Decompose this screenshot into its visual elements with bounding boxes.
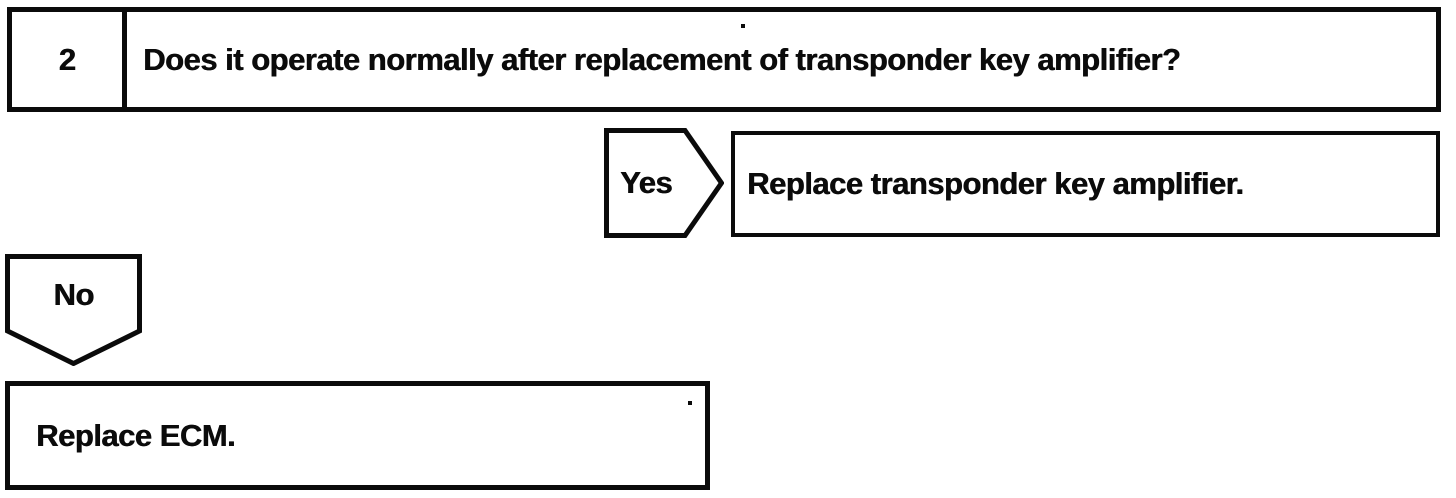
step-number: 2 (58, 41, 76, 77)
no-label-container: No (5, 254, 142, 336)
yes-action-box: Replace transponder key amplifier. (731, 131, 1440, 237)
question-text: Does it operate normally after replaceme… (143, 41, 1181, 77)
scan-speck (688, 401, 692, 405)
yes-action-text: Replace transponder key amplifier. (747, 166, 1244, 201)
step-number-cell: 2 (12, 12, 127, 107)
no-action-text: Replace ECM. (36, 417, 236, 453)
question-box: 2 Does it operate normally after replace… (7, 7, 1441, 112)
no-label: No (53, 277, 94, 312)
question-text-cell: Does it operate normally after replaceme… (127, 12, 1436, 107)
yes-arrow-icon (604, 128, 724, 238)
scan-speck (741, 24, 745, 28)
yes-label-container: Yes (604, 128, 688, 238)
no-arrow-icon (5, 254, 142, 366)
no-action-box: Replace ECM. (5, 381, 710, 490)
yes-label: Yes (620, 165, 672, 200)
